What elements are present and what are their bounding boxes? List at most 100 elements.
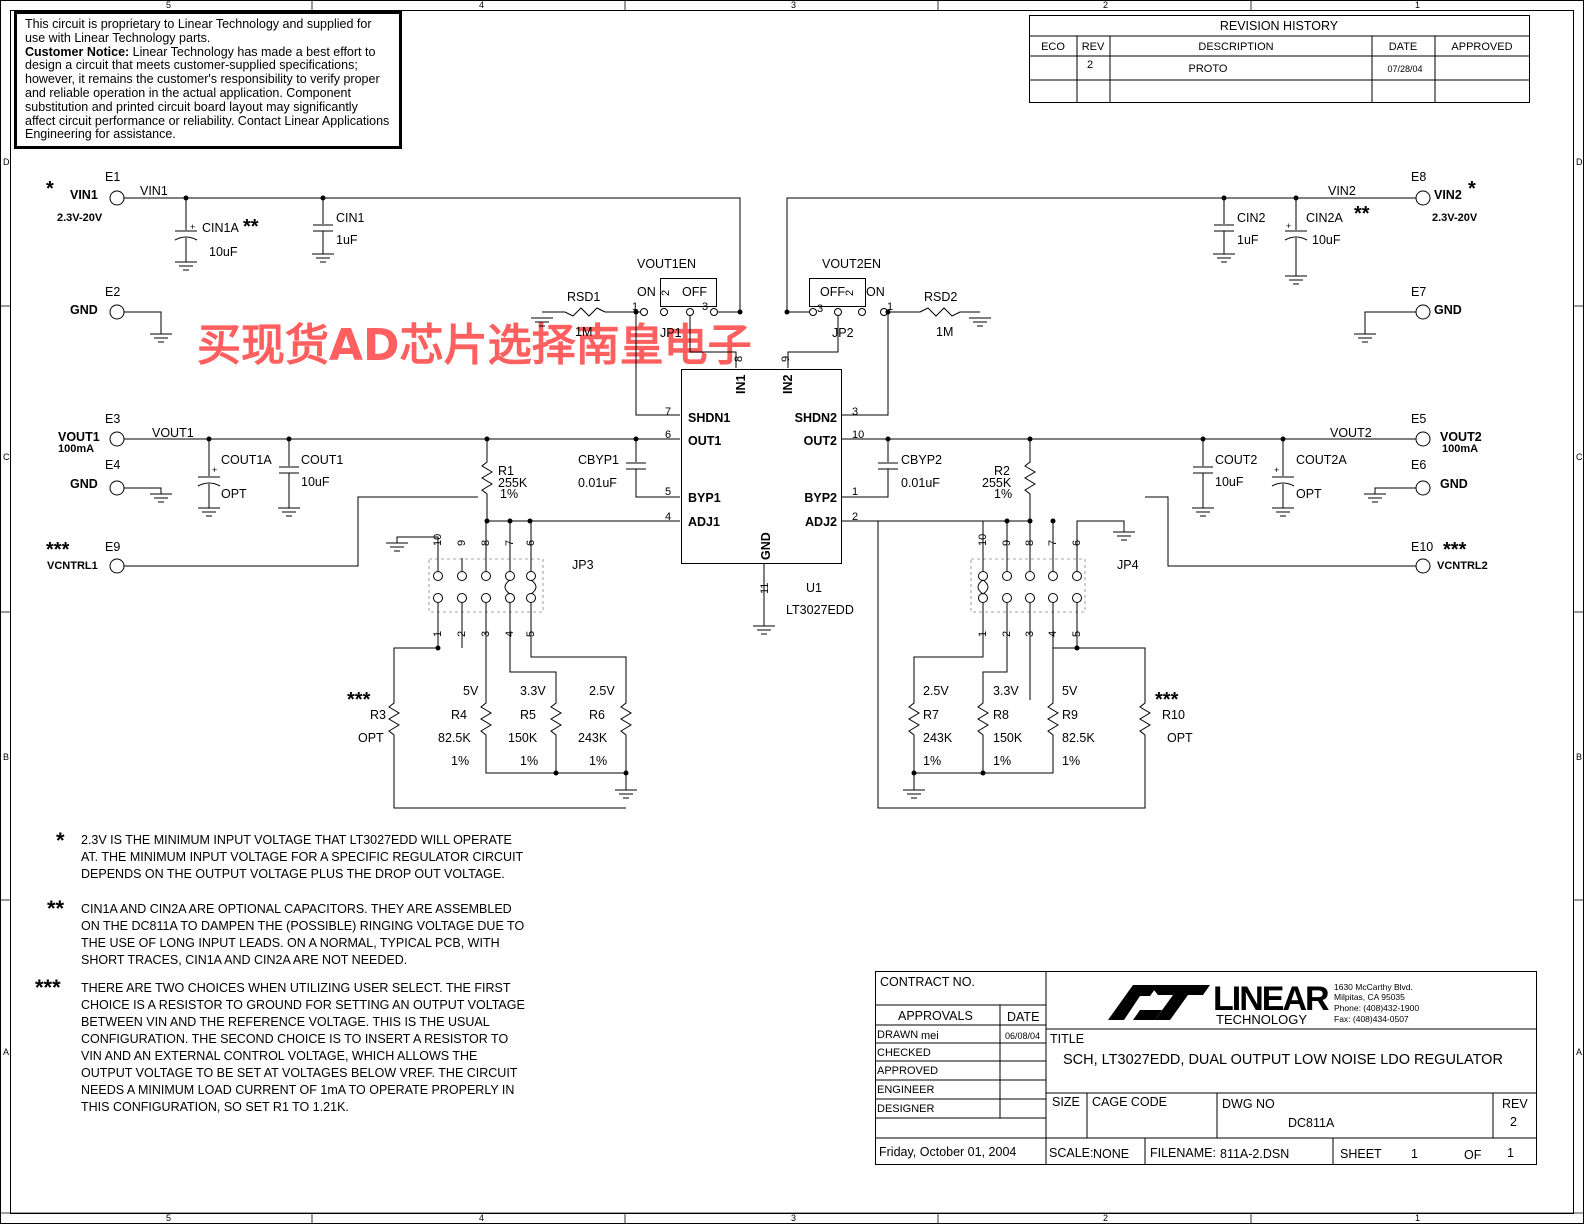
label-vout1: VOUT1 <box>58 430 100 444</box>
frame-row-b: B <box>3 752 9 762</box>
u1-pin10: 10 <box>852 429 864 441</box>
ref-cin2: CIN2 <box>1237 211 1266 225</box>
note-1-line-2: AT. THE MINIMUM INPUT VOLTAGE FOR A SPEC… <box>81 850 524 864</box>
terminal-e6 <box>1415 480 1431 496</box>
ref-e3: E3 <box>105 412 120 426</box>
note-1-line-1: 2.3V IS THE MINIMUM INPUT VOLTAGE THAT L… <box>81 833 512 847</box>
u1-pin8: 8 <box>733 356 745 362</box>
pin-in2: IN2 <box>781 375 795 395</box>
terminal-e3 <box>109 431 125 447</box>
val-rsd2: 1M <box>936 325 953 339</box>
frame-col-1-bottom: 1 <box>1415 1213 1420 1223</box>
rev-hdr-date: DATE <box>1389 41 1418 53</box>
frame-row-c-right: C <box>1576 452 1583 462</box>
note-3-line-7: NEEDS A MINIMUM LOAD CURRENT OF 1mA TO O… <box>81 1083 515 1097</box>
ref-r1: R1 <box>498 464 514 478</box>
ref-r9: R9 <box>1062 708 1078 722</box>
ground-symbol <box>615 789 637 799</box>
note1-mark: * <box>56 828 65 853</box>
terminal-e4 <box>109 480 125 496</box>
jp1-pin3: 3 <box>702 301 708 313</box>
tb-approvals: APPROVALS <box>898 1009 973 1023</box>
tb-date-hdr: DATE <box>1007 1010 1039 1024</box>
tol-r7: 1% <box>923 754 941 768</box>
frame-col-2: 2 <box>1103 0 1108 10</box>
terminal-e10 <box>1415 558 1431 574</box>
ref-cin2a: CIN2A <box>1306 211 1343 225</box>
ref-cbyp1: CBYP1 <box>578 453 619 467</box>
ref-rsd1: RSD1 <box>567 290 600 304</box>
frame-row-d-right: D <box>1576 157 1583 167</box>
mark-vin1: * <box>46 178 54 200</box>
notice-proprietary: This circuit is proprietary to Linear Te… <box>25 17 372 45</box>
tb-engineer: ENGINEER <box>877 1084 935 1096</box>
note-1-line-3: DEPENDS ON THE OUTPUT VOLTAGE PLUS THE D… <box>81 867 505 881</box>
tb-scale-label: SCALE: <box>1049 1146 1093 1160</box>
terminal-e1 <box>109 190 125 206</box>
u1-pin11: 11 <box>759 583 771 594</box>
label-gnd-e4: GND <box>70 477 98 491</box>
ref-e1: E1 <box>105 170 120 184</box>
volt-r7: 2.5V <box>923 684 949 698</box>
ground-symbol <box>1113 531 1135 541</box>
u1-pin2: 2 <box>852 511 858 523</box>
val-r10: OPT <box>1167 731 1193 745</box>
frame-col-5-bottom: 5 <box>166 1213 171 1223</box>
revision-history-table: REVISION HISTORY ECO REV DESCRIPTION DAT… <box>1029 15 1530 103</box>
jp2-on: ON <box>866 285 885 299</box>
terminal-e9 <box>109 558 125 574</box>
note-3-line-1: THERE ARE TWO CHOICES WHEN UTILIZING USE… <box>81 981 511 995</box>
tb-sheet-label: SHEET <box>1340 1147 1382 1161</box>
ref-cout2: COUT2 <box>1215 453 1257 467</box>
rev-hdr-eco: ECO <box>1041 41 1065 53</box>
jp1-off: OFF <box>682 285 707 299</box>
tb-drawn: DRAWN <box>877 1029 918 1041</box>
u1-pin1: 1 <box>852 486 858 498</box>
ground-symbol <box>1272 507 1294 517</box>
volt-r8: 3.3V <box>993 684 1019 698</box>
val-r8: 150K <box>993 731 1023 745</box>
net-vout1en: VOUT1EN <box>637 257 696 271</box>
tol-r6: 1% <box>589 754 607 768</box>
note-2-line-1: CIN1A AND CIN2A ARE OPTIONAL CAPACITORS.… <box>81 902 512 916</box>
jp3-pin9: 9 <box>456 540 468 546</box>
note-2-line-4: SHORT TRACES, CIN1A AND CIN2A ARE NOT NE… <box>81 953 408 967</box>
mark-vin2: * <box>1468 178 1476 200</box>
frame-col-5: 5 <box>166 0 171 10</box>
tb-designer: DESIGNER <box>877 1103 935 1115</box>
net-vin1: VIN1 <box>140 184 168 198</box>
ref-cin1a: CIN1A <box>202 221 239 235</box>
ref-e4: E4 <box>105 458 120 472</box>
u1-pin5: 5 <box>665 486 671 498</box>
rev-row-date: 07/28/04 <box>1387 64 1422 74</box>
terminal-e7 <box>1415 304 1431 320</box>
tb-contract: CONTRACT NO. <box>880 975 975 989</box>
val-cbyp2: 0.01uF <box>901 476 940 490</box>
ref-cout2a: COUT2A <box>1296 453 1347 467</box>
rev-hdr-description: DESCRIPTION <box>1198 41 1273 53</box>
mark-cin1a: ** <box>243 216 259 238</box>
tb-drawn-by: mei <box>921 1030 939 1042</box>
shutdown-jumpers: VOUT1EN VOUT2EN ON OFF 1 3 2 JP1 RSD1 1M… <box>542 257 980 416</box>
pin-byp2: BYP2 <box>804 491 837 505</box>
label-vin1-range: 2.3V-20V <box>57 212 103 224</box>
frame-col-3: 3 <box>791 0 796 10</box>
pin-in1: IN1 <box>734 375 748 395</box>
ref-r7: R7 <box>923 708 939 722</box>
note-2-line-2: ON THE DC811A TO DAMPEN THE (POSSIBLE) R… <box>81 919 525 933</box>
u1-lt3027edd: SHDN1 OUT1 BYP1 ADJ1 SHDN2 OUT2 BYP2 ADJ… <box>481 356 1056 626</box>
note-3-line-8: THIS CONFIGURATION, SO SET R1 TO 1.21K. <box>81 1100 349 1114</box>
frame-row-a: A <box>3 1047 9 1057</box>
label-gnd-e7: GND <box>1434 303 1462 317</box>
pin-adj1: ADJ1 <box>688 515 720 529</box>
net-vin2: VIN2 <box>1328 184 1356 198</box>
frame-col-2-bottom: 2 <box>1103 1213 1108 1223</box>
label-gnd-e2: GND <box>70 303 98 317</box>
u1-pin6: 6 <box>665 429 671 441</box>
ref-r8: R8 <box>993 708 1009 722</box>
label-gnd-e6: GND <box>1440 477 1468 491</box>
val-r5: 150K <box>508 731 538 745</box>
ref-r4: R4 <box>451 708 467 722</box>
tb-checked: CHECKED <box>877 1047 931 1059</box>
label-vin2: VIN2 <box>1434 188 1462 202</box>
